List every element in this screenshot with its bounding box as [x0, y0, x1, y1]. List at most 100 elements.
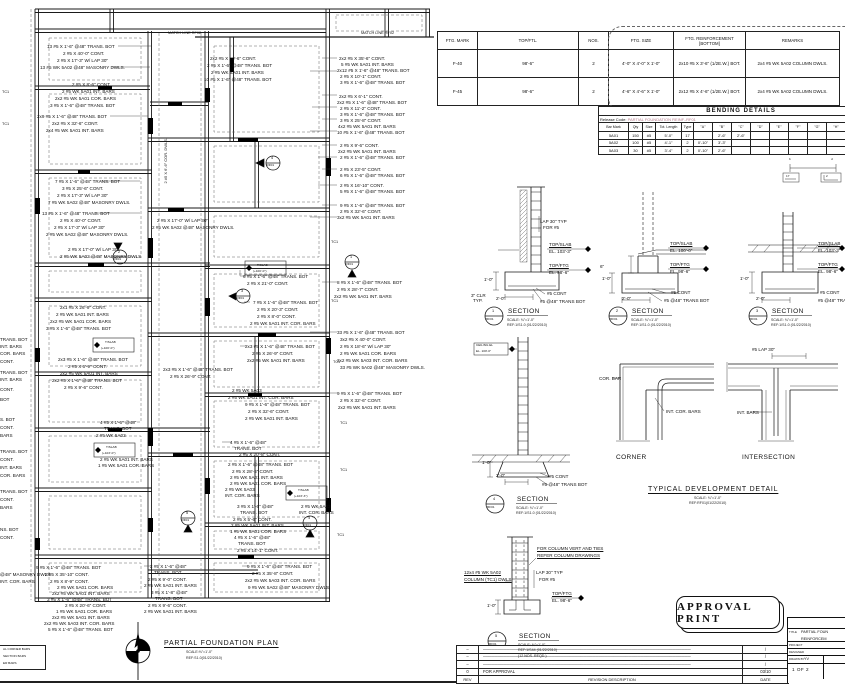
table-cell: 2'-6" — [731, 131, 751, 140]
revision-history-table: –───────────────────────────────────────… — [456, 645, 789, 684]
title-row-2: REINFORCEM — [788, 636, 845, 642]
col-f: "F" — [788, 122, 808, 132]
table-cell: 4'-1" — [655, 138, 682, 147]
table-cell: – — [456, 652, 479, 661]
table-cell: 3'-4" — [655, 146, 682, 155]
table-cell: #5 — [642, 146, 656, 155]
table-cell — [826, 146, 845, 155]
rev-col-label: REV — [456, 675, 479, 684]
table-cell: #5 — [642, 138, 656, 147]
table-cell: 17 — [681, 131, 694, 140]
bending-header-row: Bar Mark Qty Size Tot. Length Type "A" "… — [598, 122, 845, 132]
table-row: –───────────────────────────────────────… — [456, 660, 789, 669]
bending-details-title: BENDING DETAILS — [597, 106, 845, 116]
table-cell — [826, 131, 845, 140]
title-block-divider-2 — [823, 664, 824, 679]
col-size: Size — [642, 122, 656, 132]
project-label: PROJECT — [789, 642, 803, 647]
drawn-by-label: DRAWN BY — [789, 656, 805, 661]
table-cell: ────────────────────────────────────────… — [478, 652, 743, 661]
col-tot-length: Tot. Length — [655, 122, 682, 132]
table-cell — [807, 131, 827, 140]
table-cell: ────────────────────────────────────────… — [478, 645, 743, 654]
col-nos: NOS. — [578, 31, 609, 50]
table-cell — [750, 138, 770, 147]
table-cell — [788, 146, 808, 155]
drawn-by-value: YV — [804, 657, 810, 661]
title-line-1: PARTIAL FOUN — [801, 630, 829, 634]
title-block-divider — [823, 656, 824, 663]
table-row: –───────────────────────────────────────… — [456, 652, 789, 661]
table-cell — [731, 146, 751, 155]
table-cell: / — [742, 660, 789, 669]
table-cell: 0 — [456, 667, 479, 676]
col-e: "E" — [769, 122, 789, 132]
col-a: "A" — [693, 122, 713, 132]
col-h: "H" — [826, 122, 845, 132]
sheet-number: 1 OF 2 — [792, 667, 810, 672]
legend-line-3: ER BARS — [3, 661, 17, 665]
revision-footer-row: REV REVISION DESCRIPTION DATE — [456, 675, 789, 684]
table-cell: 98'-6" — [477, 49, 579, 78]
col-ftg-size: FTG. SIZE — [608, 31, 674, 50]
plan-dashed-outlines — [30, 9, 423, 600]
section-3-linework — [748, 212, 845, 326]
bending-details-table: BENDING DETAILS Release Code: PARTIAL FO… — [597, 106, 845, 155]
col-c: "C" — [731, 122, 751, 132]
plan-masonry-hatch — [35, 58, 331, 559]
table-cell: 2 — [578, 77, 609, 106]
table-cell: / — [742, 645, 789, 654]
footing-schedule-table: FTG. MARK TOP/FTL. NOS. FTG. SIZE FTG. R… — [437, 31, 840, 106]
release-code-value: PARTIAL FOUNDATION REINF.-RF01 — [627, 116, 696, 122]
section-2-linework — [608, 192, 709, 326]
table-cell: 2x12 #5 X 4'-6" (1/2E.W.) BOT. — [673, 77, 746, 106]
table-cell: 98'-6" — [477, 77, 579, 106]
legend-line-2: SECTION BARS — [3, 654, 27, 658]
table-cell: 2x4 #5 WK 5A02 COLUMN DWLS. — [745, 49, 840, 78]
table-cell — [769, 138, 789, 147]
foundation-plan-linework — [34, 8, 434, 602]
table-cell: – — [456, 660, 479, 669]
section-4-linework — [472, 337, 570, 514]
table-cell — [788, 131, 808, 140]
table-cell: / — [742, 652, 789, 661]
table-cell: 5'-0" — [655, 131, 682, 140]
table-cell: 0'-10" — [693, 146, 713, 155]
col-g: "G" — [807, 122, 827, 132]
corner-detail-linework — [612, 363, 714, 442]
col-ftg-mark: FTG. MARK — [437, 31, 478, 50]
col-remarks: REMARKS — [745, 31, 840, 50]
table-cell — [807, 138, 827, 147]
table-row: –───────────────────────────────────────… — [456, 645, 789, 654]
title-row-1: TITLE PARTIAL FOUN — [788, 629, 845, 636]
release-code-label: Release Code: — [600, 116, 627, 122]
project-row: PROJECT — [788, 642, 845, 649]
table-cell — [788, 138, 808, 147]
col-d: "D" — [750, 122, 770, 132]
title-line-2: REINFORCEM — [801, 637, 827, 641]
table-cell: 2 — [681, 138, 694, 147]
release-code: Release Code: PARTIAL FOUNDATION REINF.-… — [597, 115, 845, 123]
table-cell: 0'-10" — [693, 138, 713, 147]
approval-print-stamp: APPROVAL PRINT — [676, 596, 784, 633]
table-cell — [750, 146, 770, 155]
bar-type-sketch — [782, 164, 842, 183]
drawn-by-row: DRAWN BY YV — [788, 656, 845, 664]
table-cell: 150 — [628, 131, 643, 140]
plan-leader-lines — [95, 45, 337, 567]
plan-section-markers — [112, 155, 360, 538]
table-cell: 4'-0" X 4'-0" X 1'-0" — [608, 49, 674, 78]
table-cell: 2 — [681, 146, 694, 155]
designed-row: DESIGNED — [788, 649, 845, 656]
table-cell: FOR APPROVAL — [478, 667, 743, 676]
col-ftg-reinforcement: FTG. REINFORCEMENT [BOTTOM] — [673, 31, 746, 50]
table-cell — [693, 131, 713, 140]
col-bar-mark: Bar Mark — [598, 122, 629, 132]
table-cell: 2x10 #5 X 3'-6" (1/2E.W.) BOT. — [673, 49, 746, 78]
table-cell — [807, 146, 827, 155]
table-cell — [826, 138, 845, 147]
title-label: TITLE — [789, 629, 797, 634]
